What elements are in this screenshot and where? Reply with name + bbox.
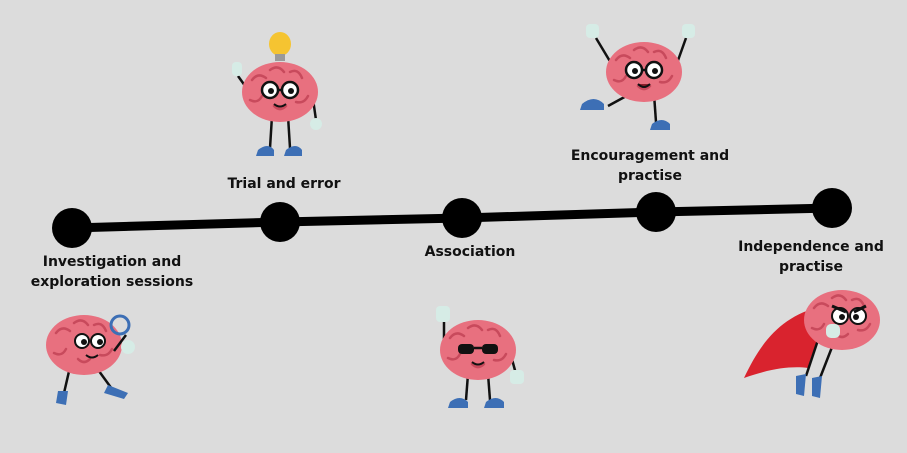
milestone-dot-5 [812,188,852,228]
milestone-dot-3 [442,198,482,238]
milestone-dot-4 [636,192,676,232]
brain-lightbulb-icon [232,32,322,156]
milestone-label-association: Association [405,242,535,262]
milestone-label-line1: Trial and error [227,176,341,192]
lightbulb-icon [269,32,291,61]
brain-magnifier-icon [44,313,135,405]
milestone-label-independence: Independence and practise [726,237,896,277]
milestone-label-line2: exploration sessions [30,274,194,290]
brain-sunglasses-icon [436,306,524,408]
milestone-label-line1: Association [424,244,516,260]
milestone-label-trial: Trial and error [214,174,354,194]
brain-superhero-icon [744,288,882,398]
milestone-dot-1 [52,208,92,248]
milestone-label-line1: Independence and [738,239,884,255]
milestone-dot-2 [260,202,300,242]
milestone-label-investigation: Investigation and exploration sessions [22,252,202,292]
milestone-label-line1: Investigation and [42,254,182,270]
milestone-label-line2: practise [779,259,843,275]
brain-jumping-icon [580,24,695,130]
milestone-label-line1: Encouragement and [570,148,730,164]
milestone-label-line2: practise [618,168,682,184]
milestone-label-encouragement: Encouragement and practise [555,146,745,186]
